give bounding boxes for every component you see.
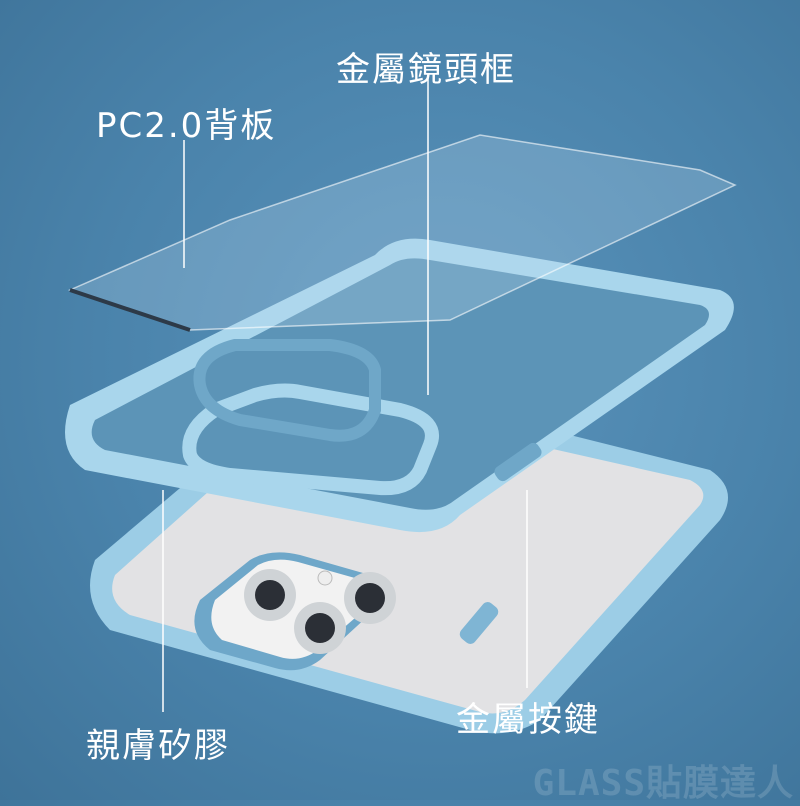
label-silicone: 親膚矽膠 — [86, 726, 230, 766]
watermark: GLASS貼膜達人 — [532, 763, 794, 804]
label-pc-back-panel: PC2.0背板 — [96, 106, 277, 146]
label-metal-buttons: 金屬按鍵 — [456, 700, 600, 740]
camera-module — [194, 552, 396, 671]
metal-lens-frame — [193, 339, 381, 442]
pc-back-panel — [67, 134, 737, 332]
leader-lines — [162, 78, 528, 712]
label-metal-lens-frame: 金屬鏡頭框 — [336, 50, 516, 90]
